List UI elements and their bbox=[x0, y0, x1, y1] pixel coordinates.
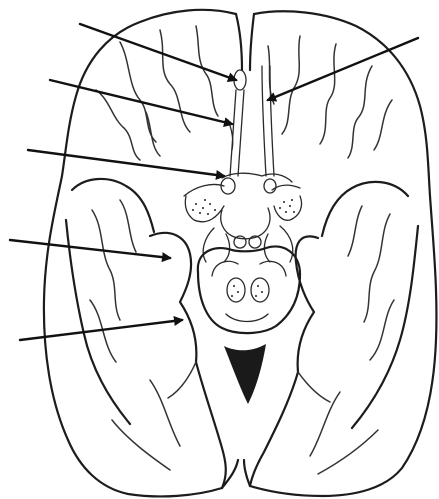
pointer-arrow-2 bbox=[268, 38, 418, 100]
brain-outline bbox=[44, 10, 437, 497]
stippled-region-right bbox=[279, 199, 295, 213]
longitudinal-fissure bbox=[236, 14, 254, 70]
pointer-arrows bbox=[10, 24, 418, 340]
pointer-arrow-1 bbox=[80, 24, 236, 80]
brainstem bbox=[198, 246, 300, 333]
pointer-arrow-4 bbox=[28, 150, 224, 176]
dark-region bbox=[224, 344, 266, 404]
optic-chiasm-region bbox=[184, 173, 302, 222]
stippled-region-left bbox=[192, 199, 216, 215]
pointer-arrow-5 bbox=[10, 240, 170, 258]
brainstem-stipple bbox=[231, 285, 263, 297]
olfactory-structures bbox=[228, 66, 274, 176]
pointer-arrow-3 bbox=[50, 80, 232, 124]
